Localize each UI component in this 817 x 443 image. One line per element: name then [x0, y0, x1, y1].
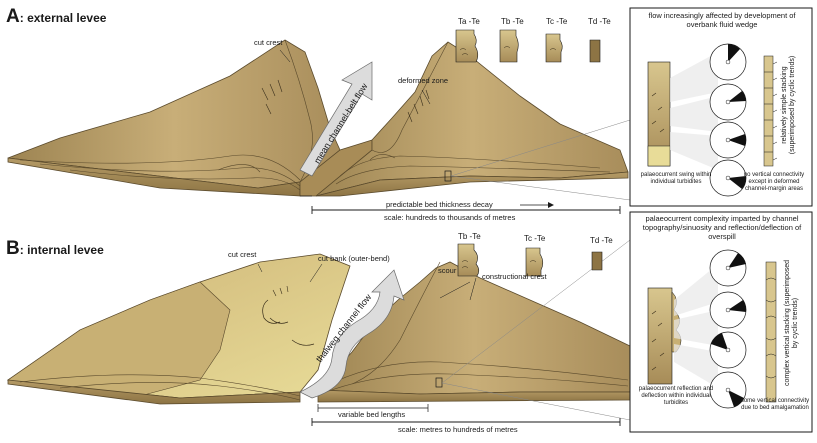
b-box-note-left: palaeocurrent reflection and deflection … — [638, 386, 714, 406]
palaeocurrent-rose — [709, 83, 747, 121]
panel-a-title: : external levee — [19, 11, 107, 25]
b-tt-label: Tc -Te — [524, 234, 546, 243]
a-box-note-left: palaeocurrent swing within individual tu… — [640, 172, 712, 185]
b-scale-label: scale: metres to hundreds of metres — [398, 425, 518, 434]
a-box-stacking: relatively simple stacking (superimposed… — [781, 55, 796, 155]
panel-a-bouma-columns — [455, 29, 601, 63]
panel-b-detail-box — [629, 211, 813, 433]
panel-a-letter: A — [6, 6, 20, 27]
b-tt-label: Td -Te — [590, 236, 613, 245]
a-tt-label: Td -Te — [588, 17, 611, 26]
panel-a-heading: A: external levee — [6, 6, 106, 28]
a-decay-label: predictable bed thickness decay — [386, 200, 493, 209]
panel-b-title: : internal levee — [19, 243, 104, 257]
palaeocurrent-rose — [709, 371, 747, 409]
b-scour-label: scour — [438, 266, 457, 275]
a-tt-label: Tc -Te — [546, 17, 568, 26]
b-constructional-label: constructional crest — [482, 272, 547, 281]
b-box-stacking: complex vertical stacking (superimposed … — [784, 259, 799, 387]
palaeocurrent-rose — [709, 291, 747, 329]
panel-a-block — [7, 39, 631, 214]
panel-b-bouma-columns — [457, 243, 603, 277]
a-box-note-right: no vertical connectivity except in defor… — [743, 172, 805, 192]
b-cut-bank-label: cut bank (outer-bend) — [318, 254, 390, 263]
a-box-title: flow increasingly affected by developmen… — [648, 11, 796, 29]
a-tt-label: Ta -Te — [458, 17, 480, 26]
b-cut-crest-label: cut crest — [228, 250, 257, 259]
palaeocurrent-rose — [709, 159, 747, 197]
b-variable-label: variable bed lengths — [338, 410, 406, 419]
b-tt-label: Tb -Te — [458, 232, 481, 241]
a-deformed-zone-label: deformed zone — [398, 76, 449, 85]
palaeocurrent-rose — [709, 43, 747, 81]
panel-b-block — [6, 239, 631, 426]
palaeocurrent-rose — [709, 121, 747, 159]
panel-a-detail-box — [629, 7, 813, 207]
a-scale-label: scale: hundreds to thousands of metres — [384, 213, 516, 222]
palaeocurrent-rose — [709, 249, 747, 287]
b-box-note-right: some vertical connectivity due to bed am… — [740, 398, 810, 411]
palaeocurrent-rose — [709, 331, 747, 369]
panel-b-heading: B: internal levee — [6, 238, 104, 260]
panel-b-letter: B — [6, 238, 20, 259]
a-tt-label: Tb -Te — [501, 17, 524, 26]
a-cut-crest-label: cut crest — [254, 38, 283, 47]
b-box-title: palaeocurrent complexity imparted by cha… — [642, 214, 802, 241]
